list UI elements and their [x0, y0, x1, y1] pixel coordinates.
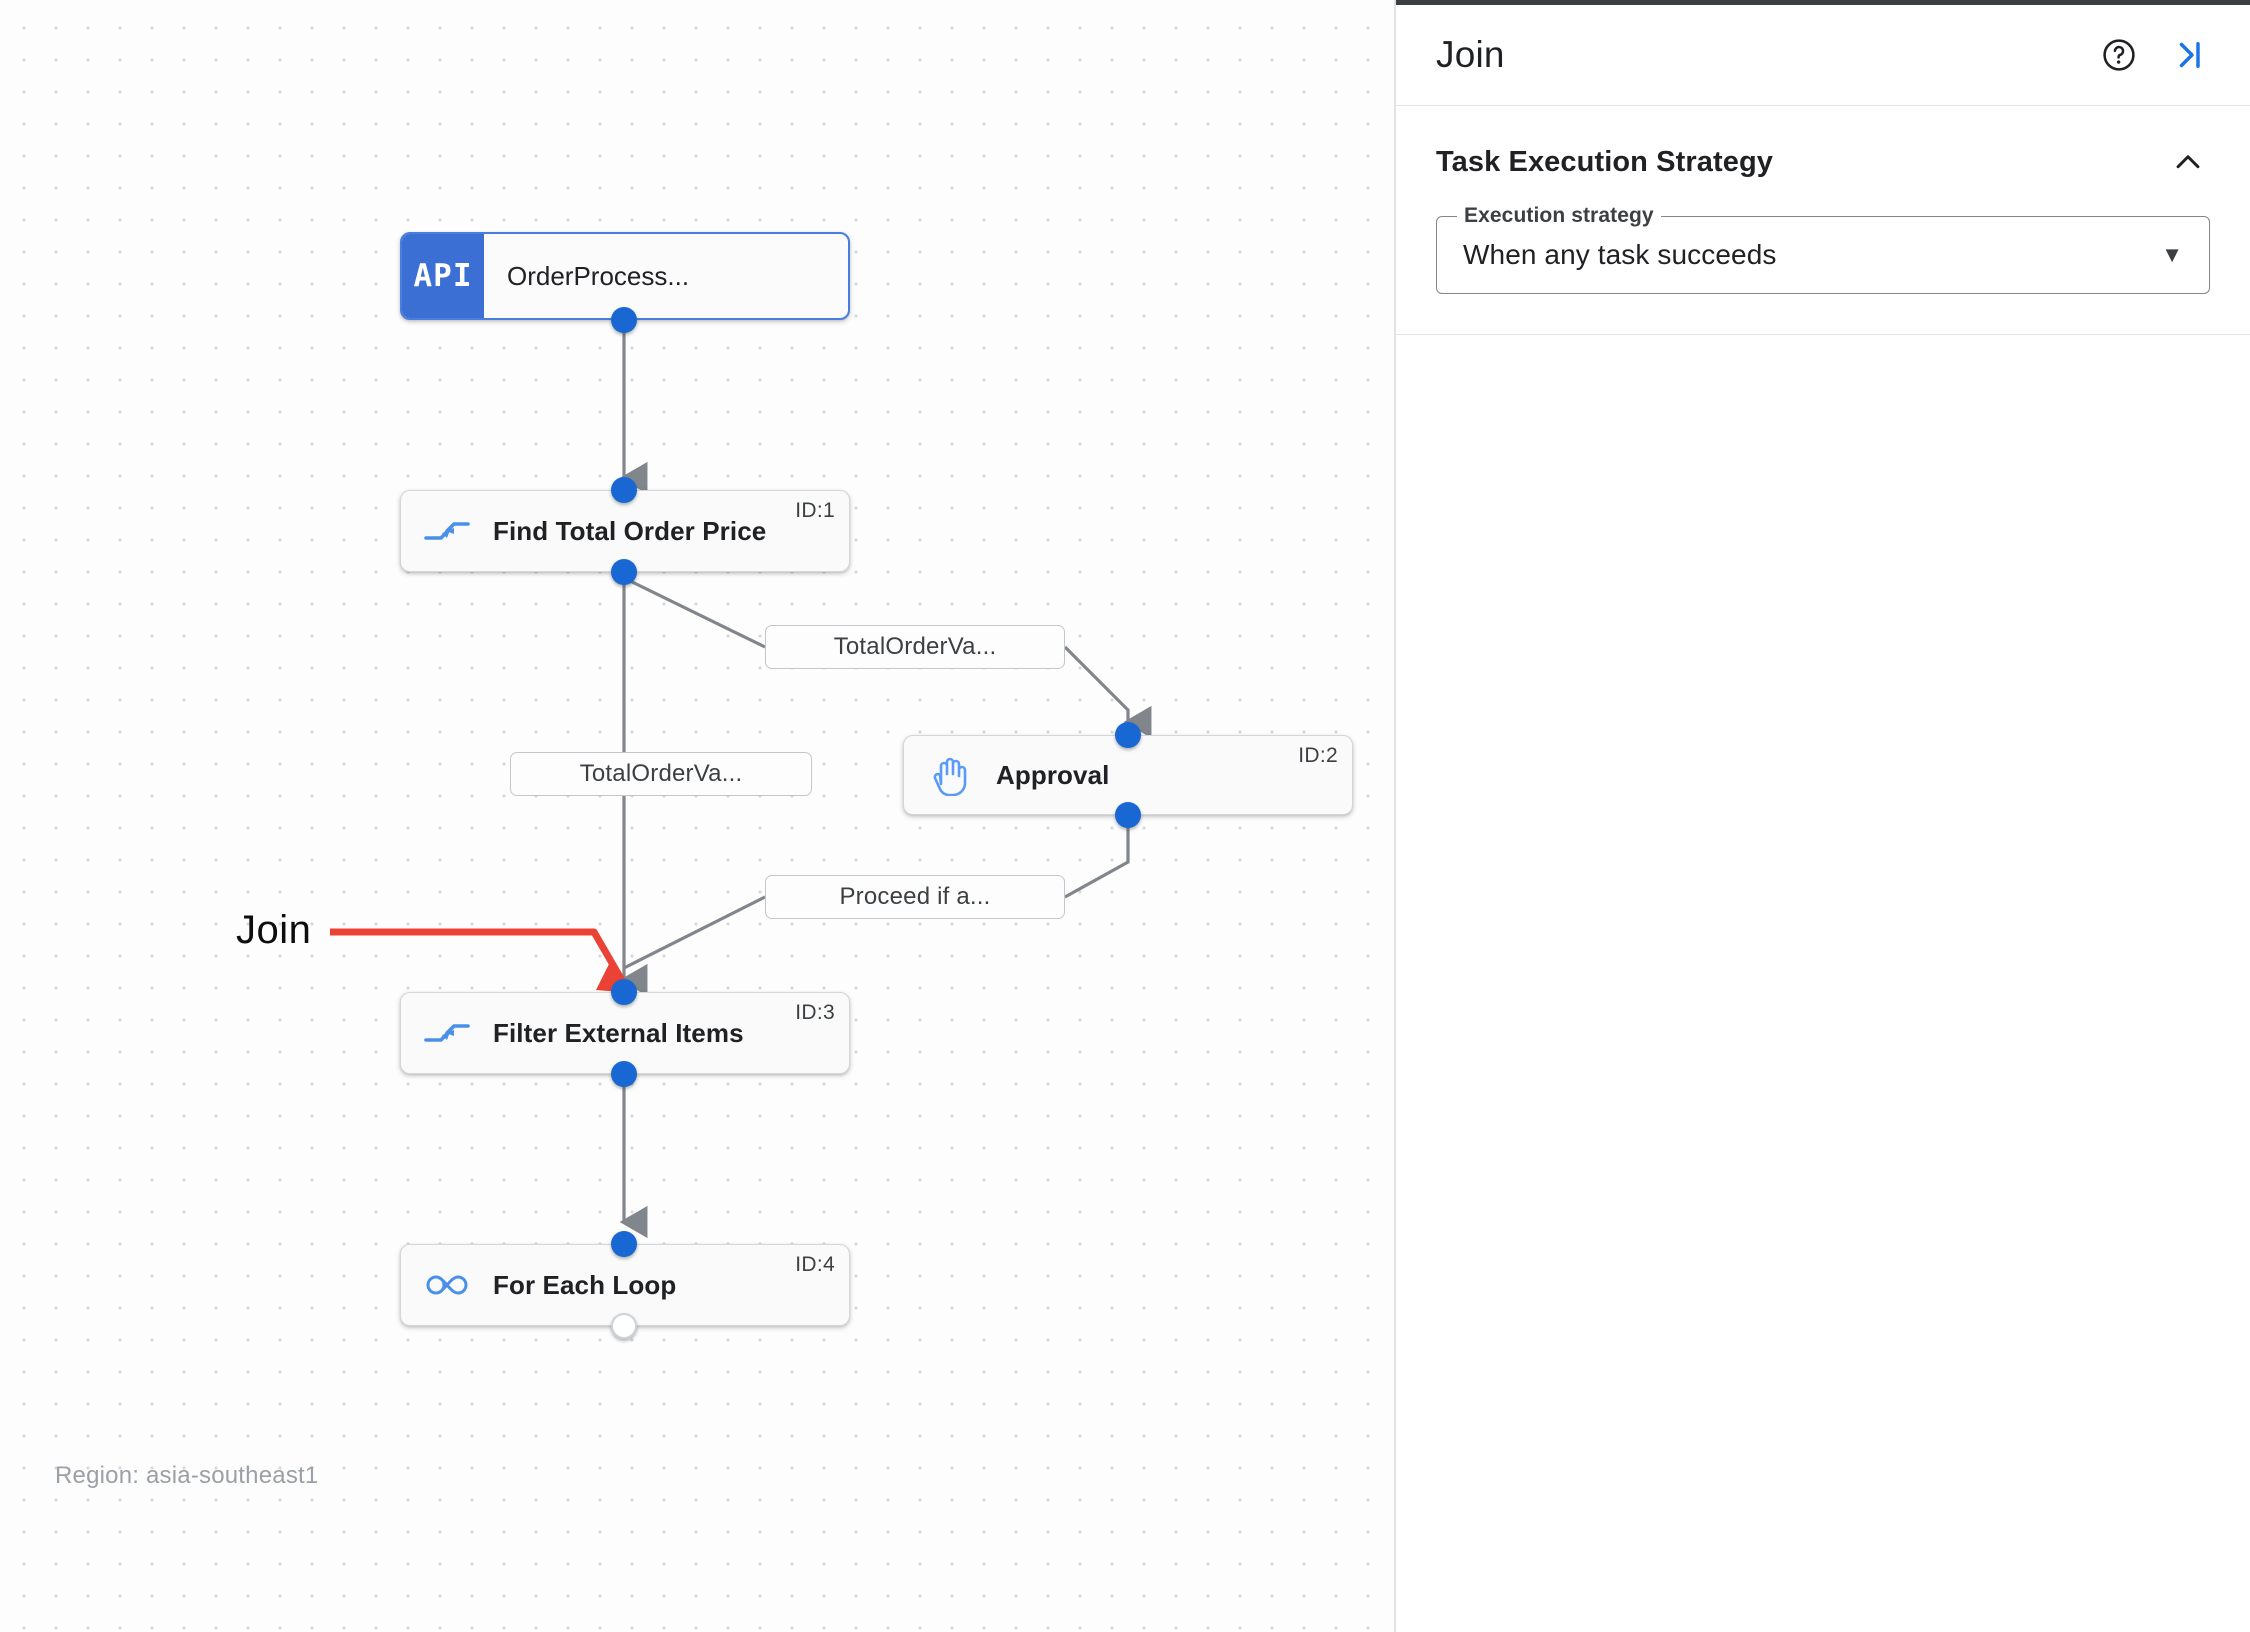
region-label: Region: asia-southeast1 [55, 1462, 319, 1489]
node-approval[interactable]: Approval ID:2 [903, 735, 1353, 815]
execution-strategy-label: Execution strategy [1457, 204, 1661, 228]
node-title: OrderProcess... [507, 260, 690, 291]
workflow-canvas[interactable]: API OrderProcess... Find Total Order Pri… [0, 0, 1396, 1632]
node-id-label: ID:3 [795, 1001, 835, 1024]
annotation-label-join: Join [236, 908, 312, 952]
panel-header: Join [1396, 5, 2250, 105]
node-title: For Each Loop [493, 1269, 677, 1300]
merge-icon [401, 1016, 493, 1050]
node-order-process[interactable]: API OrderProcess... [400, 232, 850, 320]
panel-header-divider [1396, 105, 2250, 106]
caret-down-icon[interactable]: ▼ [2161, 242, 2183, 267]
collapse-right-icon[interactable] [2162, 28, 2216, 82]
node-output-dot-api[interactable] [611, 307, 637, 333]
node-id-label: ID:1 [795, 499, 835, 522]
node-for-each-loop[interactable]: For Each Loop ID:4 [400, 1244, 850, 1326]
help-circle-icon[interactable] [2092, 28, 2146, 82]
top-window-hairline [1396, 0, 2250, 5]
edge-layer [330, 320, 1152, 1239]
section-bottom-divider [1396, 334, 2250, 335]
node-input-dot-1[interactable] [611, 477, 637, 503]
node-title: Find Total Order Price [493, 515, 767, 546]
edge-label-total-order-value-1[interactable]: TotalOrderVa... [765, 625, 1065, 669]
task-execution-strategy-section: Task Execution Strategy Execution strate… [1396, 106, 2250, 334]
node-filter-external-items[interactable]: Filter External Items ID:3 [400, 992, 850, 1074]
merge-icon [401, 514, 493, 548]
node-title: Approval [996, 759, 1110, 790]
node-output-dot-3[interactable] [611, 1061, 637, 1087]
node-title: Filter External Items [493, 1017, 744, 1048]
node-output-dot-4[interactable] [611, 1313, 637, 1339]
execution-strategy-select[interactable]: Execution strategy When any task succeed… [1436, 204, 2210, 294]
edge-label-proceed-if-approved[interactable]: Proceed if a... [765, 875, 1065, 919]
node-find-total-order-price[interactable]: Find Total Order Price ID:1 [400, 490, 850, 572]
hand-icon [904, 754, 996, 796]
edge-label-total-order-value-2[interactable]: TotalOrderVa... [510, 752, 812, 796]
node-input-dot-4[interactable] [611, 1231, 637, 1257]
section-header[interactable]: Task Execution Strategy [1436, 140, 2210, 184]
execution-strategy-value: When any task succeeds [1463, 239, 1777, 270]
api-badge-icon: API [402, 234, 484, 318]
node-id-label: ID:4 [795, 1253, 835, 1276]
section-title: Task Execution Strategy [1436, 145, 1773, 178]
chevron-up-icon[interactable] [2166, 140, 2210, 184]
canvas-panel-divider [1394, 0, 1396, 1632]
node-output-dot-2[interactable] [1115, 802, 1141, 828]
node-output-dot-1[interactable] [611, 559, 637, 585]
node-input-dot-3[interactable] [611, 979, 637, 1005]
properties-panel: Join Task Execution Strategy [1396, 5, 2250, 1632]
node-id-label: ID:2 [1298, 744, 1338, 767]
panel-title: Join [1436, 34, 1505, 75]
loop-icon [401, 1272, 493, 1298]
node-input-dot-2[interactable] [1115, 722, 1141, 748]
